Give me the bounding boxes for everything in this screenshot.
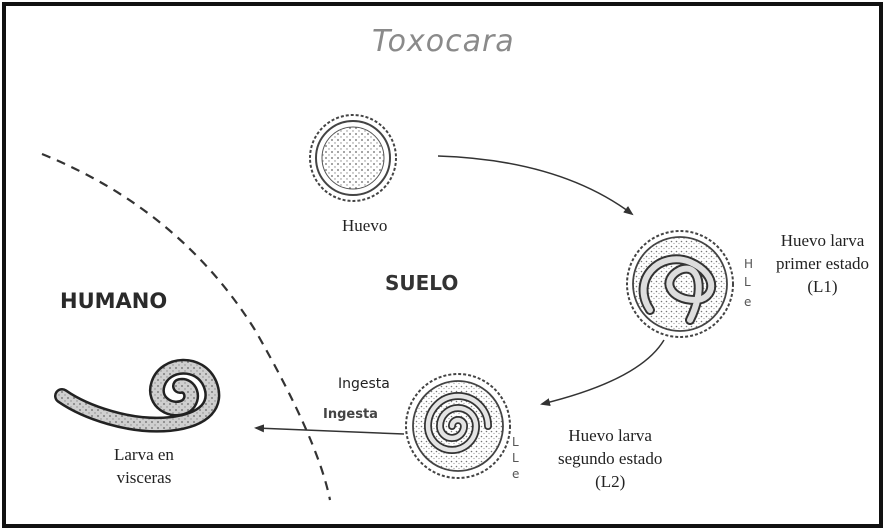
egg-l1-label-line1: Huevo larva bbox=[776, 229, 869, 252]
larva-label-line2: visceras bbox=[114, 466, 174, 489]
diagram-title: Toxocara bbox=[372, 24, 515, 59]
egg-l2-label-line2: segundo estado bbox=[558, 447, 662, 470]
ingesta-label-bottom: Ingesta bbox=[323, 407, 378, 422]
egg-l2-icon bbox=[406, 374, 510, 478]
svg-text:H: H bbox=[744, 257, 753, 271]
egg-l1-icon bbox=[627, 231, 733, 337]
human-label: HUMANO bbox=[60, 289, 167, 313]
svg-text:L: L bbox=[512, 435, 519, 449]
arrow-l1-to-l2 bbox=[542, 340, 664, 404]
svg-text:L: L bbox=[744, 275, 751, 289]
egg-l2-label-line3: (L2) bbox=[558, 470, 662, 493]
egg-l1-label: Huevo larva primer estado (L1) bbox=[776, 229, 869, 298]
soil-label: SUELO bbox=[385, 271, 458, 295]
svg-text:e: e bbox=[512, 467, 519, 481]
larva-label-line1: Larva en bbox=[114, 443, 174, 466]
svg-text:L: L bbox=[512, 451, 519, 465]
egg-l1-label-line3: (L1) bbox=[776, 275, 869, 298]
larva-visceral-icon bbox=[62, 367, 212, 425]
larva-label: Larva en visceras bbox=[114, 443, 174, 489]
egg-l1-label-line2: primer estado bbox=[776, 252, 869, 275]
egg-label: Huevo bbox=[342, 216, 387, 236]
egg-l2-label-line1: Huevo larva bbox=[558, 424, 662, 447]
svg-text:e: e bbox=[744, 295, 751, 309]
boundary-dashed-line bbox=[42, 154, 330, 500]
ingesta-label-top: Ingesta bbox=[338, 376, 390, 392]
arrow-egg-to-l1 bbox=[438, 156, 632, 214]
arrow-l2-to-larva bbox=[256, 428, 404, 434]
egg-l2-label: Huevo larva segundo estado (L2) bbox=[558, 424, 662, 493]
egg-icon bbox=[310, 115, 396, 201]
